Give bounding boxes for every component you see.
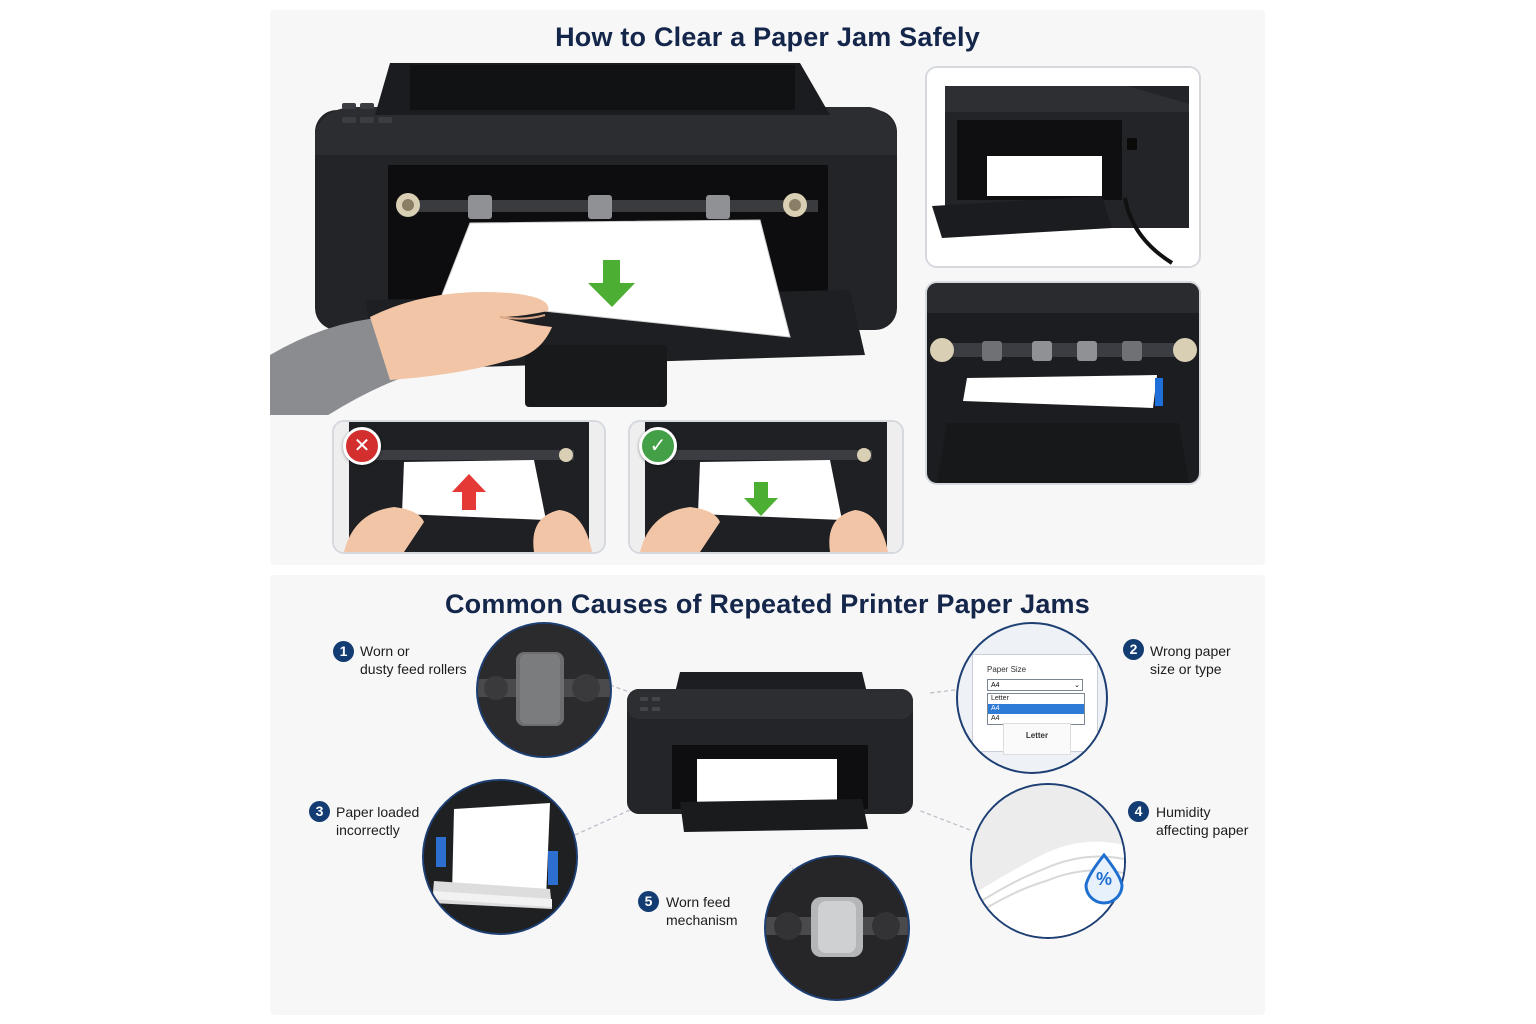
paper-tray-closeup [422, 779, 578, 935]
humidity-symbol: % [1095, 869, 1112, 889]
rollers-interior-illustration [927, 283, 1199, 483]
cause-number-2: 2 [1123, 639, 1144, 660]
cause-label-humidity: Humidity affecting paper [1156, 804, 1249, 838]
common-causes-panel: Common Causes of Repeated Printer Paper … [270, 575, 1265, 1015]
x-mark-icon: ✕ [343, 427, 381, 465]
cause-number-3: 3 [309, 801, 330, 822]
printer-side-view-card [925, 66, 1201, 268]
pull-down-illustration [630, 422, 902, 552]
cause-label-paper-size: Wrong paper size or type [1150, 643, 1231, 677]
feed-roller-closeup [476, 622, 612, 758]
cause-number-5: 5 [638, 891, 659, 912]
section-title-common-causes: Common Causes of Repeated Printer Paper … [444, 589, 1090, 619]
paper-size-option-highlighted[interactable]: A4 [988, 704, 1084, 714]
paper-jam-instructions-panel: How to Clear a Paper Jam Safely [270, 10, 1265, 565]
check-mark-icon: ✓ [639, 427, 677, 465]
cause-label-feed-mechanism: Worn feed mechanism [666, 894, 738, 928]
paper-size-options: Letter A4 A4 [987, 693, 1085, 725]
printer-rollers-card [925, 281, 1201, 485]
central-printer-illustration [627, 672, 913, 832]
paper-size-selected-value: A4 [991, 682, 1000, 689]
cause-label-paper-loaded: Paper loaded incorrectly [336, 804, 420, 838]
paper-sheet-label: Letter [1003, 723, 1071, 755]
paper-size-dialog: Paper Size A4 ⌄ Letter A4 A4 Letter [972, 654, 1098, 755]
cause-label-feed-rollers: Worn or dusty feed rollers [360, 643, 467, 677]
printer-main-illustration [270, 63, 897, 415]
paper-size-label: Paper Size [987, 665, 1027, 674]
printer-side-illustration [927, 68, 1199, 266]
chevron-down-icon: ⌄ [1074, 682, 1080, 689]
section-title-clear-jam: How to Clear a Paper Jam Safely [555, 22, 980, 52]
paper-size-option[interactable]: Letter [991, 695, 1009, 702]
percent-drop-icon: % [1082, 853, 1126, 905]
cause-number-4: 4 [1128, 801, 1149, 822]
pull-up-illustration [334, 422, 604, 552]
paper-size-dialog-closeup: Paper Size A4 ⌄ Letter A4 A4 Letter [956, 622, 1108, 774]
paper-size-option[interactable]: A4 [991, 715, 1000, 722]
paper-size-select[interactable]: A4 ⌄ [987, 679, 1083, 691]
cause-number-1: 1 [333, 641, 354, 662]
feed-mechanism-closeup [764, 855, 910, 1001]
